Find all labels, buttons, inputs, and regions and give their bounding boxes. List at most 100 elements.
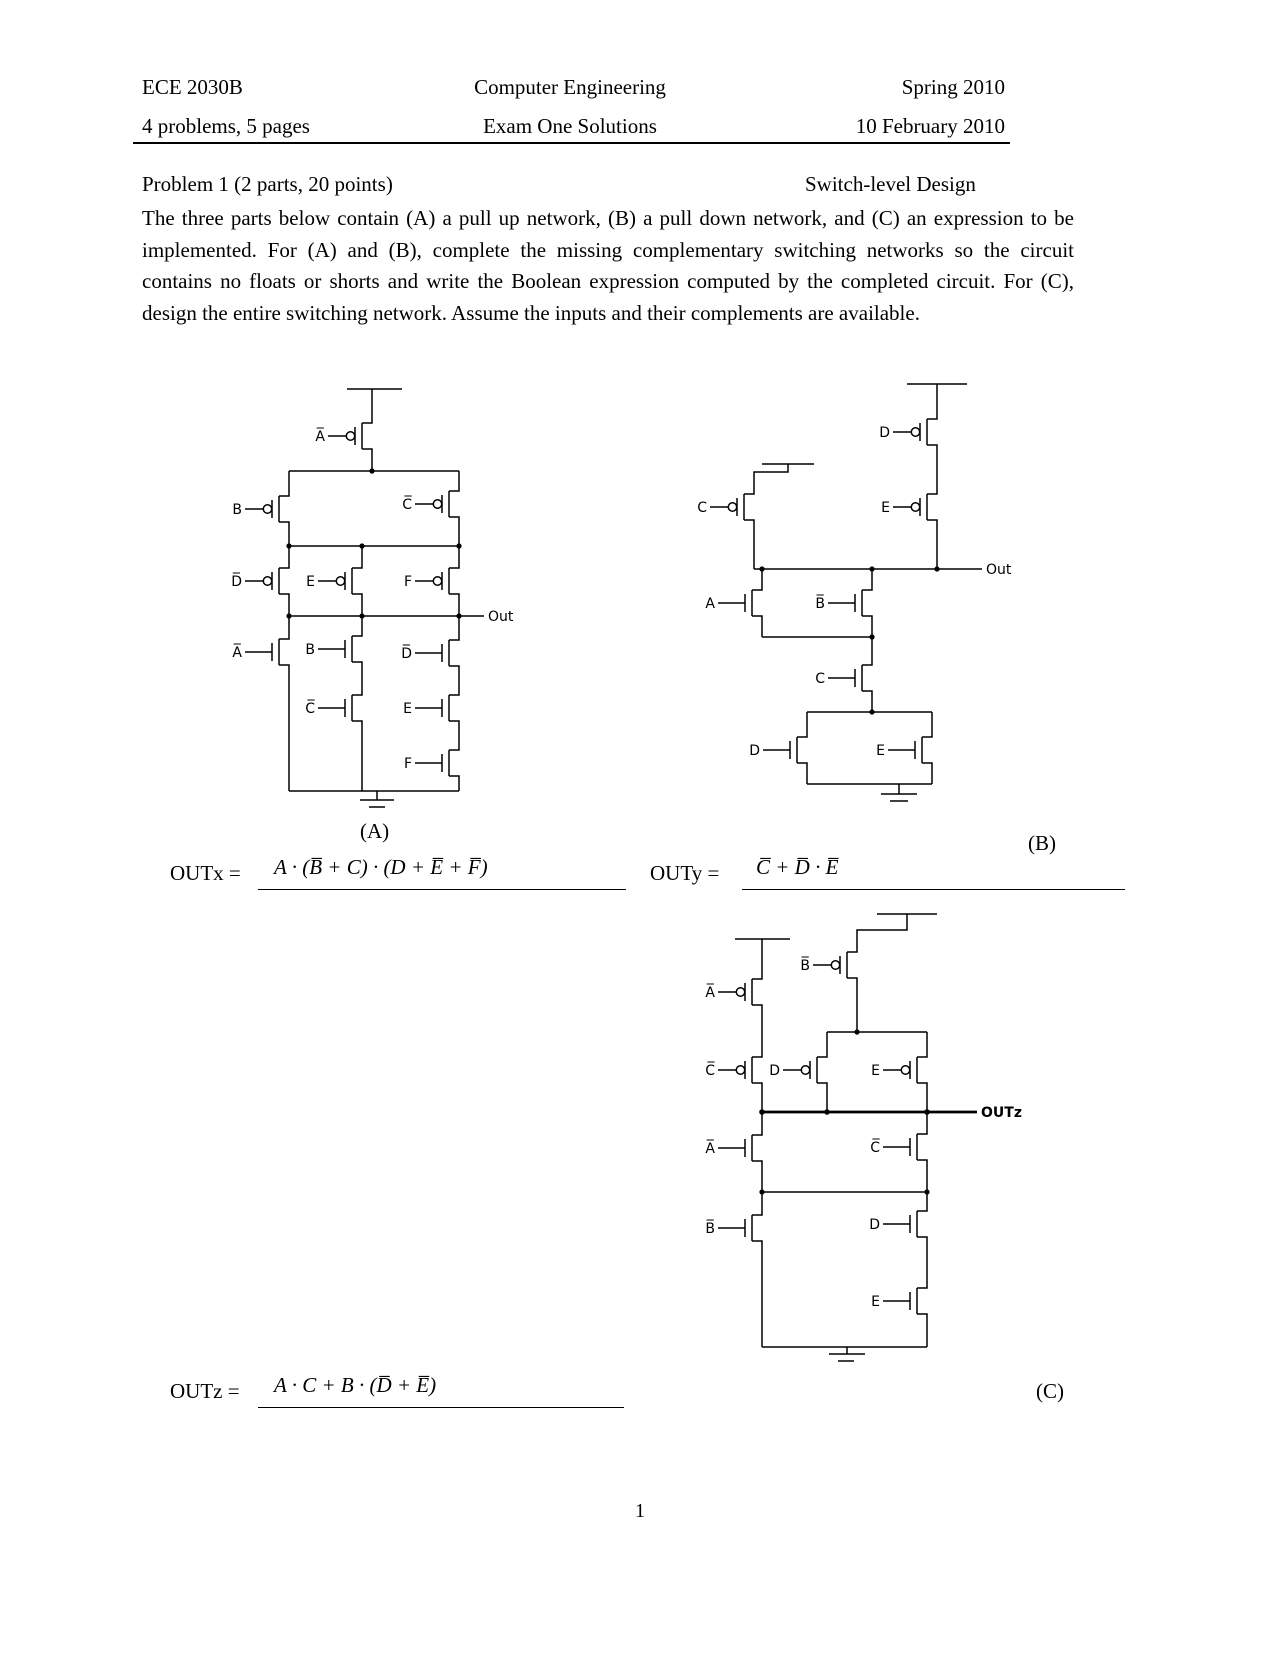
gate-label: C [815, 671, 825, 687]
figure-c-caption: (C) [1036, 1379, 1064, 1403]
nmos-transistor [317, 626, 363, 672]
junction-dot [924, 1109, 930, 1115]
problem-topic: Switch-level Design [805, 172, 976, 196]
nmos-transistor [882, 1124, 928, 1170]
gate-label: D̅ [231, 572, 242, 590]
pmos-transistor [812, 942, 858, 988]
circuit-a-diagram: A̅ B C̅ D̅ E F A̅ B D̅ C̅ E F Out [231, 388, 514, 808]
nmos-transistor [717, 580, 763, 626]
vdd-symbol [856, 913, 937, 943]
gate-label: A̅ [705, 1139, 715, 1157]
junction-dot [286, 543, 292, 549]
term-label: Spring 2010 [901, 75, 1005, 99]
nmos-transistor [317, 685, 363, 731]
out-label: Out [986, 562, 1012, 578]
exam-title: Exam One Solutions [483, 114, 657, 138]
outy-expression: C̅ + D̅ · E̅ [742, 855, 1125, 890]
pmos-transistor [717, 1047, 763, 1093]
gate-label: A [705, 596, 715, 612]
circuit-a-transistors [244, 413, 460, 786]
gate-label: E [403, 701, 412, 717]
junction-dot [759, 1189, 765, 1195]
circuit-c-labels: B̅ A̅ C̅ D E A̅ C̅ B̅ D E OUTz [705, 956, 1022, 1310]
pmos-transistor [414, 481, 460, 527]
exam-date: 10 February 2010 [855, 114, 1005, 138]
circuit-c-wires [761, 987, 928, 1348]
junction-dot [456, 543, 462, 549]
course-code: ECE 2030B [142, 75, 243, 99]
circuit-c-diagram: B̅ A̅ C̅ D E A̅ C̅ B̅ D E OUTz [705, 913, 1022, 1362]
nmos-transistor [414, 630, 460, 676]
pmos-transistor [892, 409, 938, 455]
junction-dot [869, 709, 875, 715]
out-label: OUTz [981, 1105, 1022, 1121]
circuit-a-wires [288, 458, 484, 792]
pmos-transistor [244, 558, 290, 604]
figure-a-caption: (A) [360, 819, 390, 843]
problem-title: Problem 1 (2 parts, 20 points) [142, 172, 393, 196]
nmos-transistor [887, 727, 933, 773]
circuit-c-transistors [717, 942, 928, 1324]
gate-label: B [232, 502, 242, 518]
gate-label: E [876, 743, 885, 759]
circuit-b-labels: D C E A B̅ C D E Out [697, 425, 1012, 759]
nmos-transistor [414, 740, 460, 786]
gate-label: C [697, 500, 707, 516]
gate-label: A̅ [705, 983, 715, 1001]
pmos-transistor [709, 484, 755, 530]
junction-dot [934, 566, 940, 572]
vdd-symbol [753, 463, 814, 485]
gate-label: D [879, 425, 890, 441]
circuit-b-diagram: D C E A B̅ C D E Out [697, 383, 1012, 802]
gate-label: B̅ [705, 1219, 715, 1237]
figure-b-caption: (B) [1028, 831, 1056, 855]
junction-dot [854, 1029, 860, 1035]
nmos-transistor [717, 1125, 763, 1171]
gate-label: D̅ [401, 644, 412, 662]
pmos-transistor [414, 558, 460, 604]
outx-expression: A · (B̅ + C) · (D + E̅ + F̅) [258, 855, 626, 890]
junction-dot [759, 566, 765, 572]
outz-label: OUTz = [170, 1379, 240, 1403]
ground-symbol [829, 1347, 865, 1362]
pmos-transistor [892, 484, 938, 530]
gate-label: F [404, 756, 412, 772]
page-number: 1 [635, 1500, 645, 1522]
ground-symbol [360, 791, 394, 808]
pmos-transistor [244, 486, 290, 532]
outz-expression: A · C + B · (D̅ + E̅) [258, 1373, 624, 1408]
out-label: Out [488, 609, 514, 625]
circuit-b-transistors [709, 409, 938, 773]
outx-label: OUTx = [170, 861, 241, 885]
junction-dot [924, 1189, 930, 1195]
gate-label: E [871, 1063, 880, 1079]
circuit-a-labels: A̅ B C̅ D̅ E F A̅ B D̅ C̅ E F Out [231, 427, 514, 772]
gate-label: D [769, 1063, 780, 1079]
vdd-symbol [907, 383, 967, 410]
pages-info: 4 problems, 5 pages [142, 114, 310, 138]
gate-label: F [404, 574, 412, 590]
gate-label: B [305, 642, 315, 658]
nmos-transistor [827, 655, 873, 701]
ground-symbol [881, 784, 917, 802]
vdd-symbol [735, 938, 790, 970]
nmos-transistor [244, 629, 290, 675]
pmos-transistor [882, 1047, 928, 1093]
gate-label: E [881, 500, 890, 516]
pmos-transistor [782, 1047, 828, 1093]
gate-label: D [869, 1217, 880, 1233]
gate-label: D [749, 743, 760, 759]
circuit-a-junctions [286, 468, 462, 619]
pmos-transistor [327, 413, 373, 459]
gate-label: C̅ [870, 1138, 880, 1156]
circuit-b-junctions [759, 566, 940, 715]
nmos-transistor [414, 685, 460, 731]
pmos-transistor [317, 558, 363, 604]
junction-dot [286, 613, 292, 619]
junction-dot [869, 634, 875, 640]
nmos-transistor [717, 1205, 763, 1251]
junction-dot [456, 613, 462, 619]
gate-label: C̅ [402, 495, 412, 513]
circuit-b-wires [753, 454, 982, 785]
